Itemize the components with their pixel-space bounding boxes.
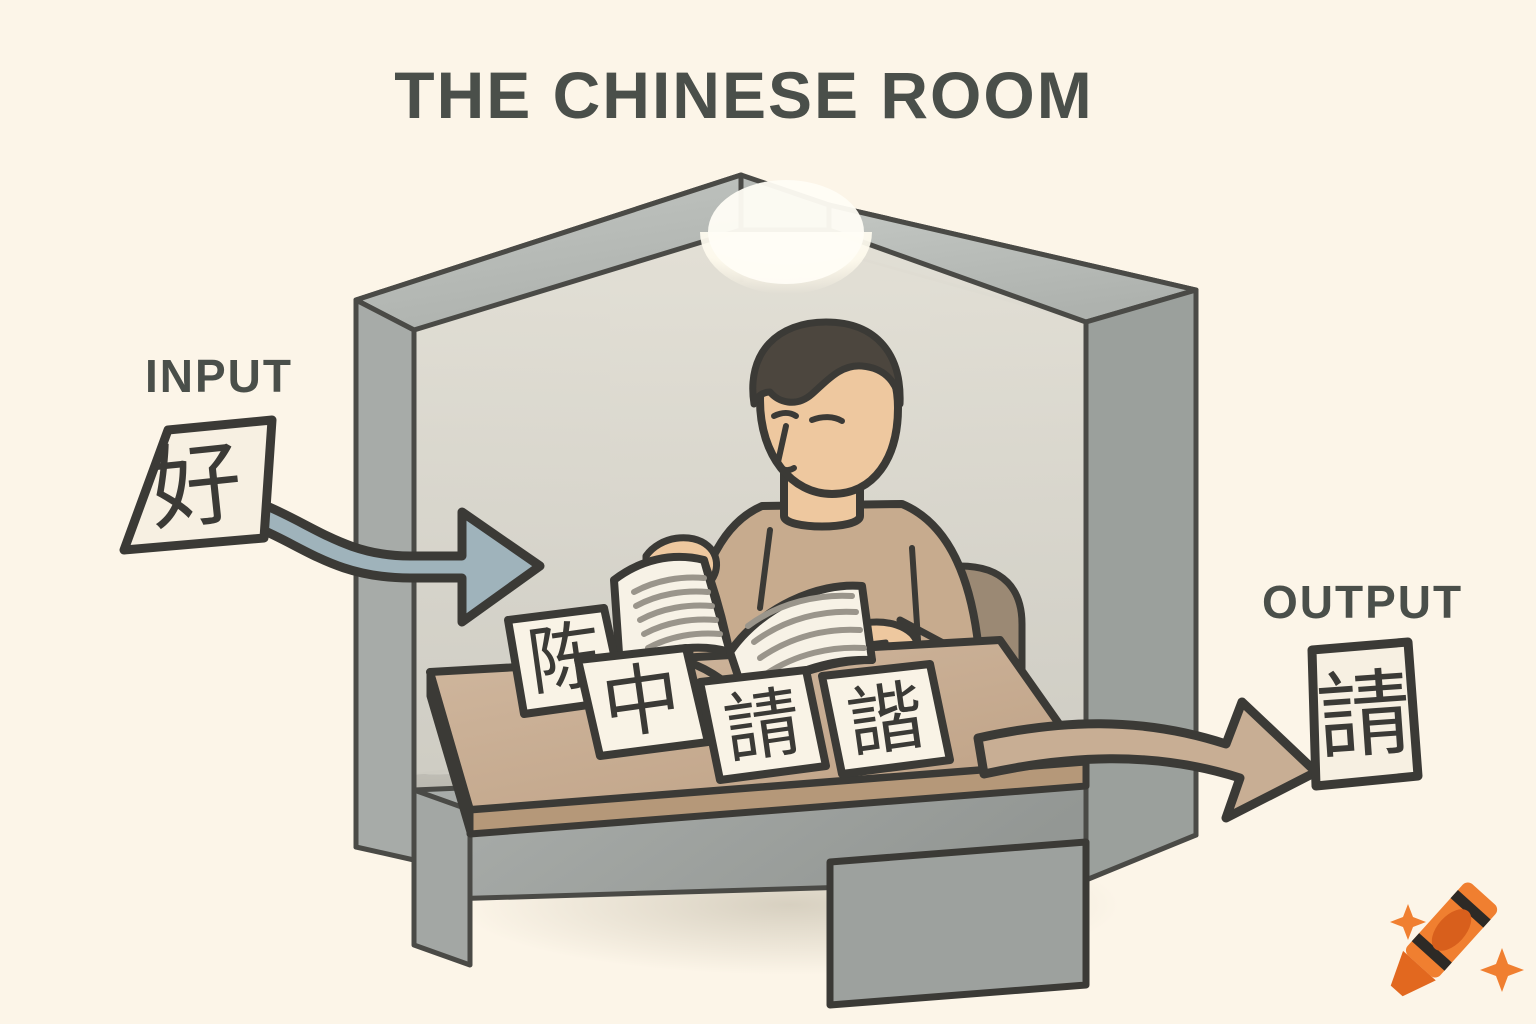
sparkle-upper-left (1390, 904, 1426, 940)
book-left-lines (631, 574, 723, 651)
output-paper-character: 請 (1313, 659, 1414, 774)
output-label: OUTPUT (1262, 576, 1463, 628)
input-label: INPUT (145, 350, 293, 402)
card-4: 諧 (818, 660, 954, 778)
output-arrow (973, 697, 1321, 823)
ceiling-lamp-core (708, 180, 864, 284)
desk-front-edge (466, 758, 1090, 838)
crayon-label-oval (1431, 909, 1472, 951)
crayon-logo (1390, 882, 1524, 997)
card-2-character: 中 (597, 652, 687, 752)
output-paper: 請 (1307, 637, 1423, 791)
input-arrow (213, 487, 545, 627)
room-right-front-post (1083, 287, 1199, 883)
sparkle-lower-right (1480, 948, 1524, 992)
book-right-lines (745, 592, 867, 677)
card-4-paper (818, 660, 954, 778)
desk-cards: 陈 中 請 諧 (504, 604, 954, 784)
page-title: THE CHINESE ROOM (394, 58, 1093, 132)
input-paper-character: 好 (144, 428, 247, 544)
person-hair (749, 318, 904, 408)
crayon-tip (1390, 950, 1436, 997)
card-2: 中 (574, 644, 712, 760)
card-2-paper (574, 644, 712, 760)
card-3-character: 請 (719, 676, 807, 775)
crayon-band-bottom (1411, 933, 1452, 971)
person-shirt-fold-right (909, 545, 921, 643)
person-shirt-fold-left (757, 527, 773, 611)
input-paper-sheet (119, 415, 277, 555)
card-3-paper (696, 666, 830, 784)
output-paper-sheet (1307, 637, 1423, 791)
book-spine (700, 556, 734, 656)
input-paper: 好 (119, 415, 277, 555)
desk-leg (826, 838, 1090, 1009)
person-nose (775, 423, 797, 473)
person-eye-right (809, 414, 845, 424)
card-4-character: 諧 (842, 670, 930, 769)
crayon-band-top (1450, 889, 1491, 928)
person-eye-left (771, 410, 799, 419)
room-base-left-leg (411, 787, 473, 968)
card-3: 請 (696, 666, 830, 784)
